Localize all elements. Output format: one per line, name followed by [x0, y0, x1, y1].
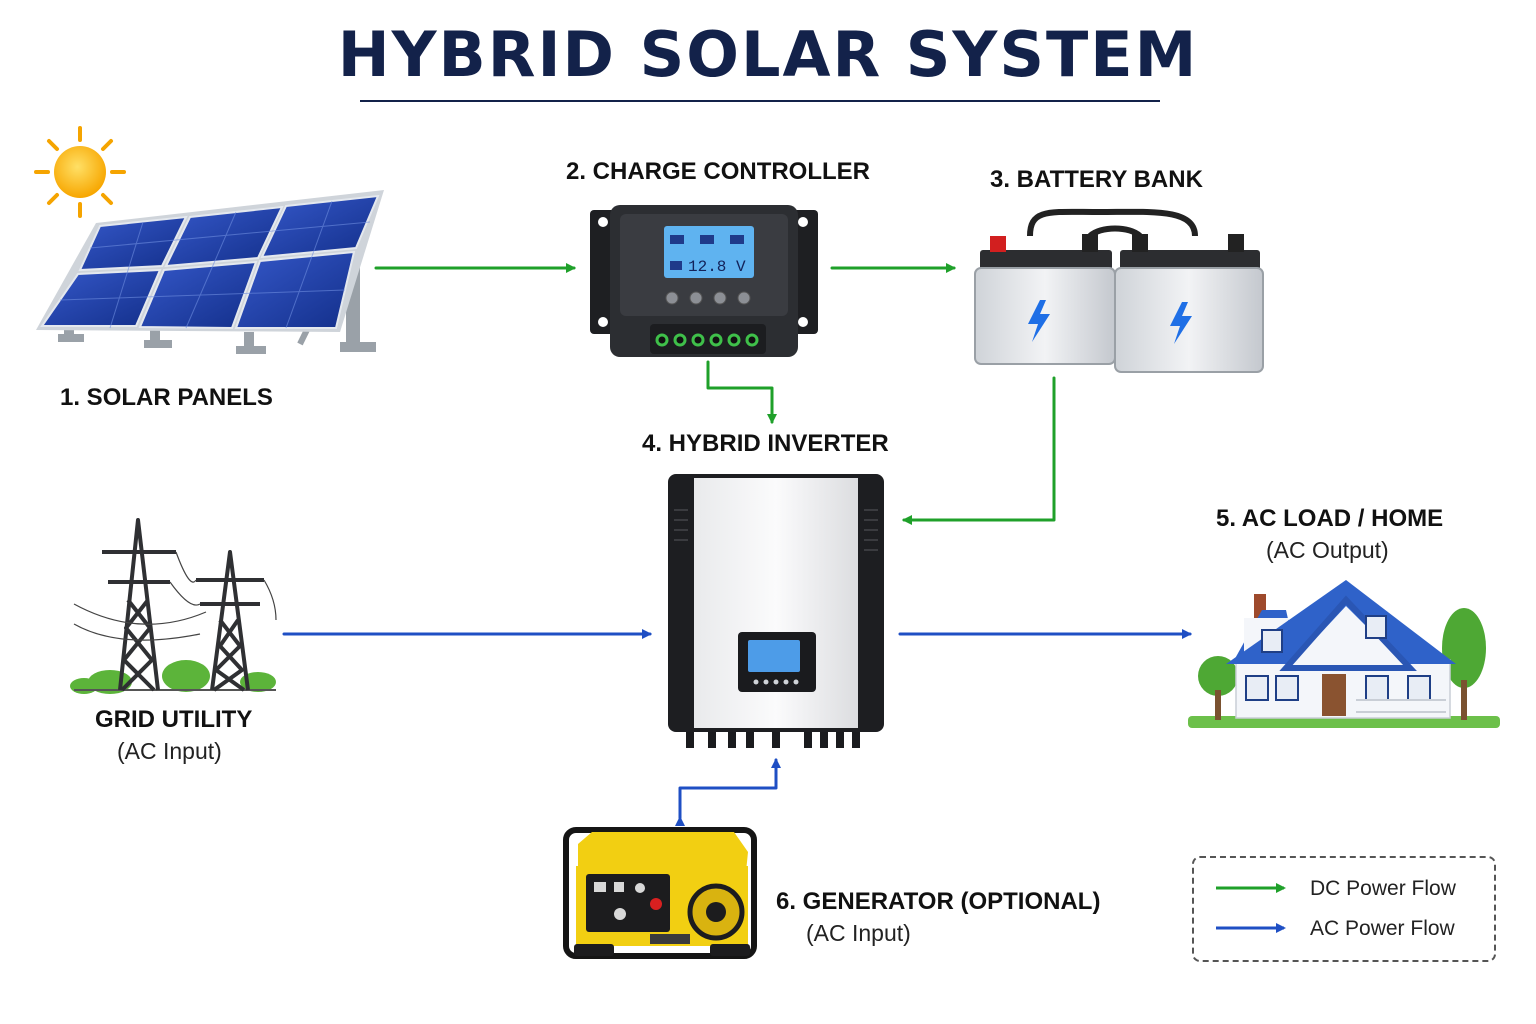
page-title: HYBRID SOLAR SYSTEM	[337, 18, 1199, 91]
charge-controller-icon: 12.8 V	[590, 205, 818, 357]
generator-icon	[563, 827, 757, 959]
battery-bank-label: 3. BATTERY BANK	[990, 166, 1203, 193]
solar-panel-array-icon	[36, 190, 384, 354]
sun-icon	[34, 126, 126, 218]
legend-dc-label: DC Power Flow	[1310, 877, 1456, 900]
flow-battery-to-inverter	[902, 376, 1056, 525]
hybrid-inverter-label: 4. HYBRID INVERTER	[642, 430, 889, 457]
flow-arrows	[282, 263, 1192, 826]
flow-controller-to-inverter	[706, 360, 777, 424]
hybrid-inverter-icon	[668, 474, 884, 748]
controller-voltage-readout: 12.8 V	[688, 258, 746, 276]
generator-label: 6. GENERATOR (OPTIONAL)	[776, 888, 1101, 915]
legend-ac-label: AC Power Flow	[1310, 917, 1455, 940]
charge-controller-label: 2. CHARGE CONTROLLER	[566, 158, 871, 185]
house-icon	[1188, 580, 1500, 728]
generator-sublabel: (AC Input)	[806, 920, 911, 946]
flow-generator-to-inverter	[675, 758, 781, 826]
battery-bank-icon	[974, 208, 1264, 373]
ac-load-sublabel: (AC Output)	[1266, 537, 1389, 563]
legend	[1192, 856, 1496, 962]
title-underline	[360, 100, 1160, 102]
grid-towers-icon	[70, 518, 277, 694]
grid-utility-label: GRID UTILITY	[95, 706, 253, 733]
solar-panels-label: 1. SOLAR PANELS	[60, 384, 273, 411]
ac-load-label: 5. AC LOAD / HOME	[1216, 505, 1444, 532]
grid-utility-sublabel: (AC Input)	[117, 738, 222, 764]
